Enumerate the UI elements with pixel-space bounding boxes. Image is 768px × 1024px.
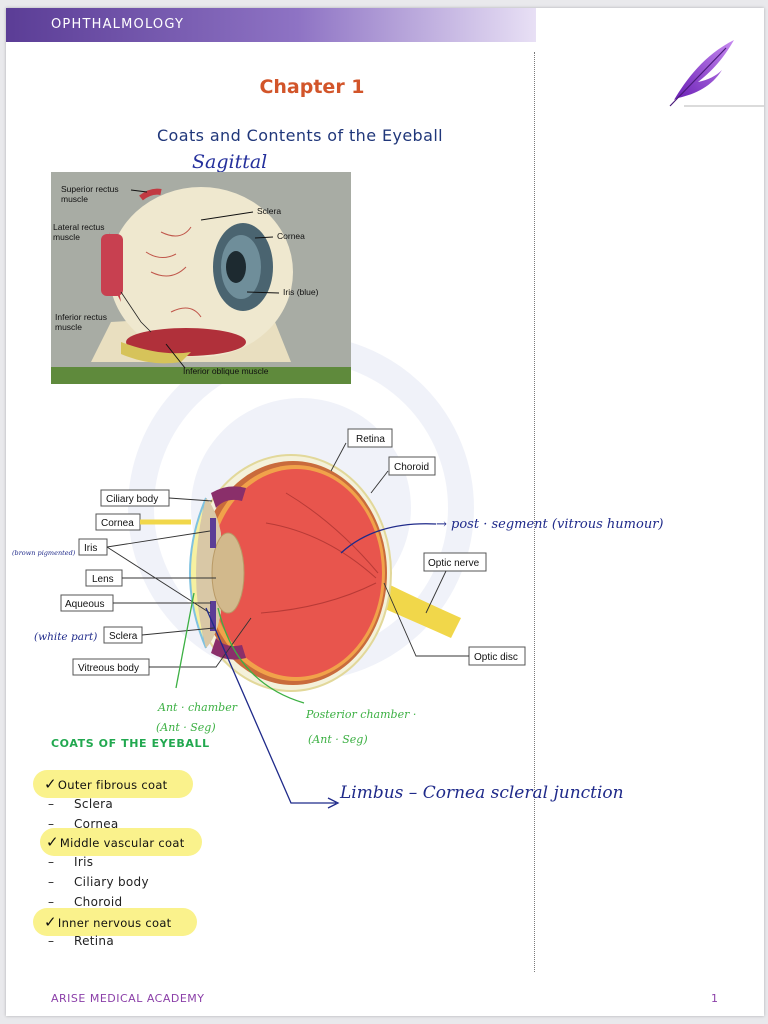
list-item: –Choroid — [48, 895, 123, 909]
checkmark-icon: ✓ — [46, 833, 59, 851]
diagram-label-vitreous-body: Vitreous body — [78, 663, 139, 674]
eye-cross-section-diagram: Retina Choroid Ciliary body Cornea Iris … — [12, 428, 663, 809]
footer-academy: ARISE MEDICAL ACADEMY — [51, 992, 205, 1005]
column-divider — [534, 52, 535, 972]
diagram-label-ciliary-body: Ciliary body — [106, 494, 158, 505]
highlight — [33, 908, 197, 936]
ant-seg-note-2: (Ant · Seg) — [308, 733, 368, 746]
header-band: OPHTHALMOLOGY — [6, 8, 536, 42]
coats-heading: COATS OF THE EYEBALL — [51, 737, 210, 750]
diagram-label-optic-disc: Optic disc — [474, 652, 518, 663]
photo-label-inferior-rectus: Inferior rectus — [55, 312, 107, 322]
diagram-label-retina: Retina — [356, 434, 385, 445]
coat-label: Middle vascular coat — [59, 836, 185, 850]
ant-seg-note-1: (Ant · Seg) — [156, 721, 216, 734]
page-number: 1 — [711, 992, 718, 1005]
photo-label-inferior-oblique: Inferior oblique muscle — [183, 366, 269, 376]
photo-label-cornea: Cornea — [277, 231, 305, 241]
chapter-heading: Chapter 1 — [259, 76, 365, 98]
brown-pigmented-note: (brown pigmented) — [12, 549, 76, 557]
photo-label-superior-rectus-2: muscle — [61, 194, 88, 204]
sagittal-note: Sagittal — [192, 151, 268, 173]
list-item: –Iris — [48, 855, 94, 869]
list-item: –Sclera — [48, 797, 114, 811]
photo-label-superior-rectus: Superior rectus — [61, 184, 119, 194]
diagram-label-cornea: Cornea — [101, 518, 134, 529]
coat-label: Outer fibrous coat — [57, 778, 168, 792]
checkmark-icon: ✓ — [44, 775, 57, 793]
list-item: –Cornea — [48, 817, 119, 831]
list-item: –Retina — [48, 934, 114, 948]
diagram-label-optic-nerve: Optic nerve — [428, 558, 480, 569]
posterior-chamber-note: Posterior chamber · — [305, 708, 416, 721]
page-title: Coats and Contents of the Eyeball — [156, 126, 444, 145]
list-item: –Ciliary body — [48, 875, 149, 889]
diagram-label-iris: Iris — [84, 543, 97, 554]
diagram-label-aqueous: Aqueous — [65, 599, 104, 610]
highlight — [40, 828, 202, 856]
diagram-label-choroid: Choroid — [394, 462, 429, 473]
limbus-note: Limbus – Cornea scleral junction — [340, 783, 624, 803]
ant-chamber-note: Ant · chamber — [157, 701, 238, 714]
post-segment-note: → post · segment (vitrous humour) — [436, 517, 663, 532]
photo-label-lateral-rectus-2: muscle — [53, 232, 80, 242]
section-header: OPHTHALMOLOGY — [51, 17, 185, 32]
checkmark-icon: ✓ — [44, 913, 57, 931]
photo-label-iris: Iris (blue) — [283, 287, 319, 297]
eye-model-photo: Superior rectus muscle Lateral rectus mu… — [51, 172, 351, 384]
photo-label-sclera: Sclera — [257, 206, 281, 216]
photo-label-inferior-rectus-2: muscle — [55, 322, 82, 332]
highlight — [33, 770, 193, 798]
coat-inner-nervous: ✓Inner nervous coat — [44, 913, 172, 931]
diagram-label-sclera: Sclera — [109, 631, 138, 642]
photo-label-lateral-rectus: Lateral rectus — [53, 222, 105, 232]
white-part-note: (white part) — [34, 631, 97, 643]
document-page: OPHTHALMOLOGY Chapter 1 Coats and Conten… — [6, 8, 764, 1016]
coat-outer-fibrous: ✓Outer fibrous coat — [44, 775, 168, 793]
coat-label: Inner nervous coat — [57, 916, 172, 930]
coat-middle-vascular: ✓Middle vascular coat — [46, 833, 185, 851]
diagram-label-lens: Lens — [92, 574, 114, 585]
quill-feather-icon — [669, 40, 764, 107]
